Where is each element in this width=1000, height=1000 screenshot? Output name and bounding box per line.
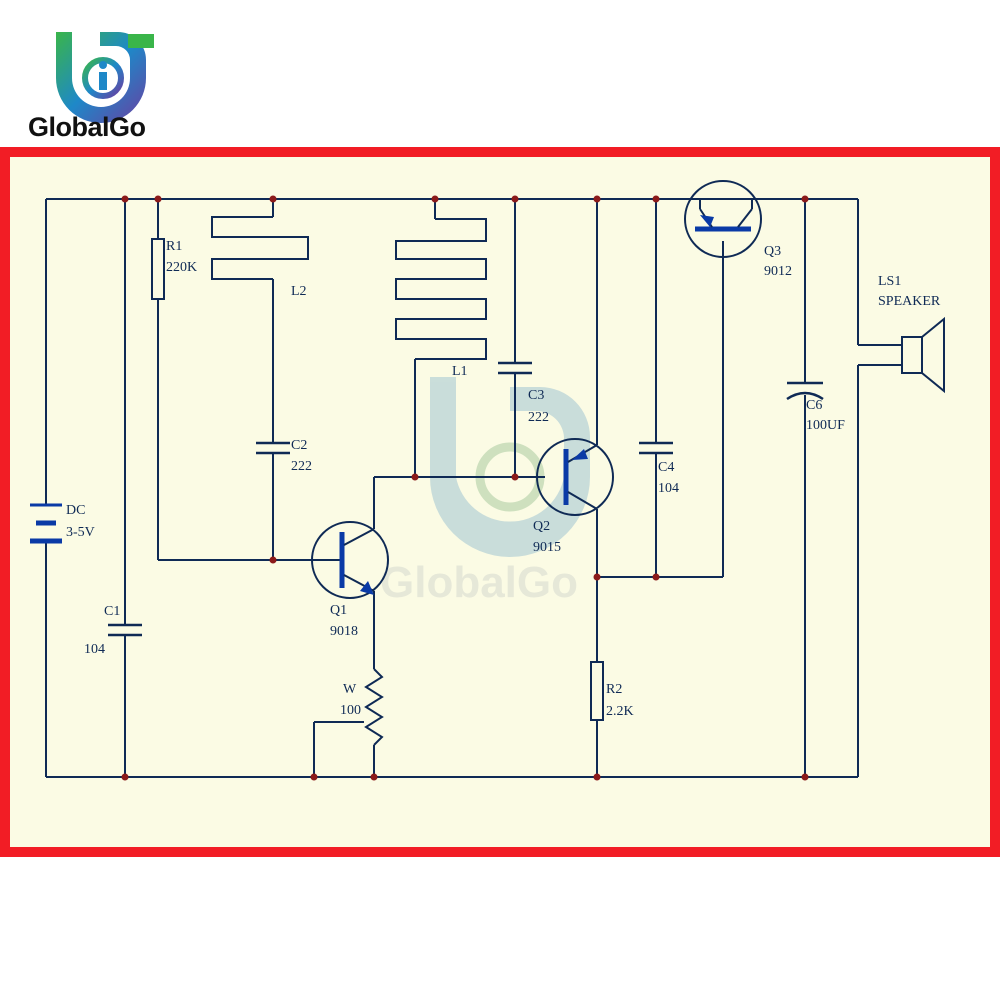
c6-ref: C6 [806,398,822,413]
dc-ref: DC [66,503,85,518]
q2-transistor [536,438,614,516]
brand-name: GlobalGo [28,112,146,142]
r2-value: 2.2K [606,704,634,719]
c3-value: 222 [528,410,549,425]
q2-value: 9015 [533,540,561,555]
globalgo-logo-icon [56,32,154,123]
c1-value: 104 [84,642,105,657]
l2-ref: L2 [291,284,307,299]
schematic-frame [0,147,1000,857]
c4-ref: C4 [658,460,674,475]
dc-value: 3-5V [66,525,95,540]
c2-ref: C2 [291,438,307,453]
watermark-text: GlobalGo [380,558,578,607]
c1-ref: C1 [104,604,120,619]
l1-ref: L1 [452,364,468,379]
c2-value: 222 [291,459,312,474]
q1-transistor [310,521,389,599]
w-ref: W [343,682,357,697]
c6-value: 100UF [806,418,845,433]
watermark: GlobalGo [380,377,590,607]
r1-value: 220K [166,260,197,275]
q3-transistor [684,180,762,258]
q1-value: 9018 [330,624,358,639]
w-value: 100 [340,703,361,718]
r2-ref: R2 [606,682,622,697]
q3-ref: Q3 [764,244,781,259]
circuit-schematic: GlobalGo [30,180,945,781]
c4-value: 104 [658,481,679,496]
ls1-value: SPEAKER [878,294,941,309]
q1-ref: Q1 [330,603,347,618]
q3-value: 9012 [764,264,792,279]
q2-ref: Q2 [533,519,550,534]
c3-ref: C3 [528,388,544,403]
speaker-icon [901,316,945,394]
battery-dc [30,503,62,544]
r1-ref: R1 [166,239,182,254]
ls1-ref: LS1 [878,274,901,289]
